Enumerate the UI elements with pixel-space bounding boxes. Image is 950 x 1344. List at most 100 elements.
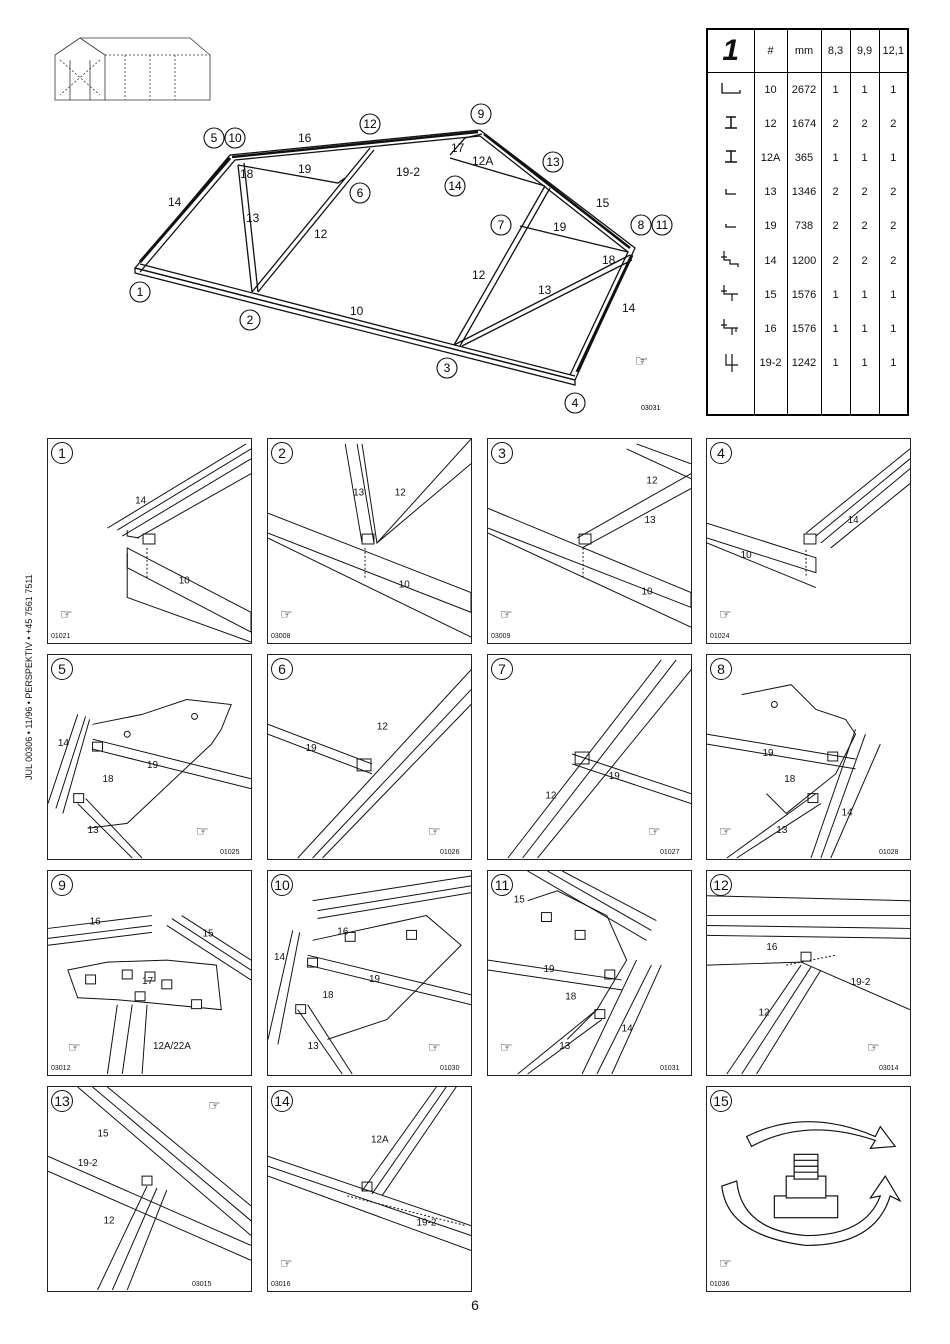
svg-text:8: 8 <box>638 218 645 232</box>
table-row-empty <box>708 379 907 414</box>
part-label: 19 <box>543 964 555 975</box>
step-number: 3 <box>491 442 513 464</box>
step-panel-14: 12A 19-2 14 ☞ 03016 <box>267 1086 472 1292</box>
part-label: 12 <box>472 268 486 282</box>
part-label: 12 <box>646 476 657 487</box>
part-label: 13 <box>776 825 788 836</box>
drawing-code: 03031 <box>641 405 661 412</box>
part-label: 14 <box>274 952 286 963</box>
profile-19-2-icon <box>708 346 754 380</box>
step-number: 2 <box>271 442 293 464</box>
pointing-hand-icon: ☞ <box>280 1255 293 1271</box>
svg-text:14: 14 <box>448 179 462 193</box>
part-label: 13 <box>88 825 100 836</box>
step-number: 15 <box>710 1090 732 1112</box>
part-label: 12 <box>545 791 556 802</box>
part-label: 15 <box>514 895 526 906</box>
part-label: 15 <box>596 196 610 210</box>
profile-13-icon <box>708 175 754 209</box>
step-circle: 9 <box>470 103 492 125</box>
part-label: 15 <box>202 928 214 939</box>
step-panel-4: 14 10 4 ☞ 01024 <box>706 438 911 644</box>
part-label: 18 <box>322 990 334 1001</box>
pointing-hand-icon: ☞ <box>196 823 209 839</box>
step-panel-1: 14 10 1 ☞ 01021 <box>47 438 252 644</box>
step-circle: 2 <box>239 309 261 331</box>
part-label: 19-2 <box>417 1218 437 1229</box>
part-label: 18 <box>102 774 114 785</box>
part-label: 13 <box>559 1041 571 1052</box>
step-circle: 11 <box>651 214 673 236</box>
svg-text:9: 9 <box>478 107 485 121</box>
part-label: 14 <box>622 1023 634 1034</box>
page-number: 6 <box>471 1297 479 1313</box>
panel-code: 03015 <box>192 1281 212 1288</box>
step-panel-9: 16 15 17 12A/22A 9 ☞ 03012 <box>47 870 252 1076</box>
part-label: 19 <box>147 760 159 771</box>
overview-step-circles: 1 2 3 4 5 6 7 8 9 10 11 12 13 14 <box>129 103 673 414</box>
step-panel-12: 16 19-2 12 12 ☞ 03014 <box>706 870 911 1076</box>
profile-15-icon <box>708 278 754 312</box>
svg-text:2: 2 <box>247 313 254 327</box>
step-circle: 6 <box>349 182 371 204</box>
profile-12-icon <box>708 107 754 141</box>
pointing-hand-icon: ☞ <box>60 606 73 622</box>
step-panel-15: 15 ☞ 01036 <box>706 1086 911 1292</box>
pointing-hand-icon: ☞ <box>208 1097 221 1113</box>
part-label: 12A <box>371 1134 389 1145</box>
panel-code: 01028 <box>879 849 899 856</box>
pointing-hand-icon: ☞ <box>648 823 661 839</box>
panel-code: 01027 <box>660 849 680 856</box>
part-label: 16 <box>90 916 102 927</box>
step-circle: 5 <box>203 127 225 149</box>
header-size-8-3: 8,3 <box>820 30 850 73</box>
step-number: 1 <box>51 442 73 464</box>
part-label: 14 <box>848 515 860 526</box>
panel-code: 01036 <box>710 1281 730 1288</box>
panel-code: 01024 <box>710 633 730 640</box>
part-label: 14 <box>58 738 70 749</box>
step-number: 12 <box>710 874 732 896</box>
panel-code: 03014 <box>879 1065 899 1072</box>
panel-code: 01026 <box>440 849 460 856</box>
pointing-hand-icon: ☞ <box>428 1039 441 1055</box>
pointing-hand-icon: ☞ <box>719 823 732 839</box>
pointing-hand-icon: ☞ <box>867 1039 880 1055</box>
part-label: 19-2 <box>851 977 871 988</box>
header-part-number: # <box>753 30 787 73</box>
part-label: 14 <box>842 807 854 818</box>
step-panel-2: 13 12 10 2 ☞ 03008 <box>267 438 472 644</box>
part-label: 16 <box>766 942 778 953</box>
part-label: 18 <box>784 774 796 785</box>
part-label: 19 <box>609 771 621 782</box>
part-label: 17 <box>451 141 465 155</box>
pointing-hand-icon: ☞ <box>635 353 648 370</box>
svg-text:10: 10 <box>228 131 242 145</box>
part-label: 19 <box>369 974 381 985</box>
step-circle: 1 <box>129 281 151 303</box>
svg-text:5: 5 <box>211 131 218 145</box>
step-circle: 12 <box>359 113 381 135</box>
step-number: 14 <box>271 1090 293 1112</box>
panel-code: 01025 <box>220 849 240 856</box>
step-panel-5: 14 19 18 13 5 ☞ 01025 <box>47 654 252 860</box>
gable-frame-diagram: 14 16 18 13 12 19 17 12A 19-2 10 12 19 1… <box>54 37 673 414</box>
svg-text:12: 12 <box>363 117 377 131</box>
step-panel-13: 15 19-2 12 13 ☞ 03015 <box>47 1086 252 1292</box>
step-number: 13 <box>51 1090 73 1112</box>
header-size-12-1: 12,1 <box>878 30 907 73</box>
part-label: 10 <box>179 576 191 587</box>
step-number: 10 <box>271 874 293 896</box>
part-label: 19-2 <box>78 1158 98 1169</box>
part-label: 13 <box>538 283 552 297</box>
part-label: 17 <box>142 976 153 987</box>
part-label: 12 <box>103 1216 114 1227</box>
part-label: 13 <box>353 487 365 498</box>
part-label: 10 <box>641 586 653 597</box>
step-panel-8: 19 18 13 14 8 ☞ 01028 <box>706 654 911 860</box>
